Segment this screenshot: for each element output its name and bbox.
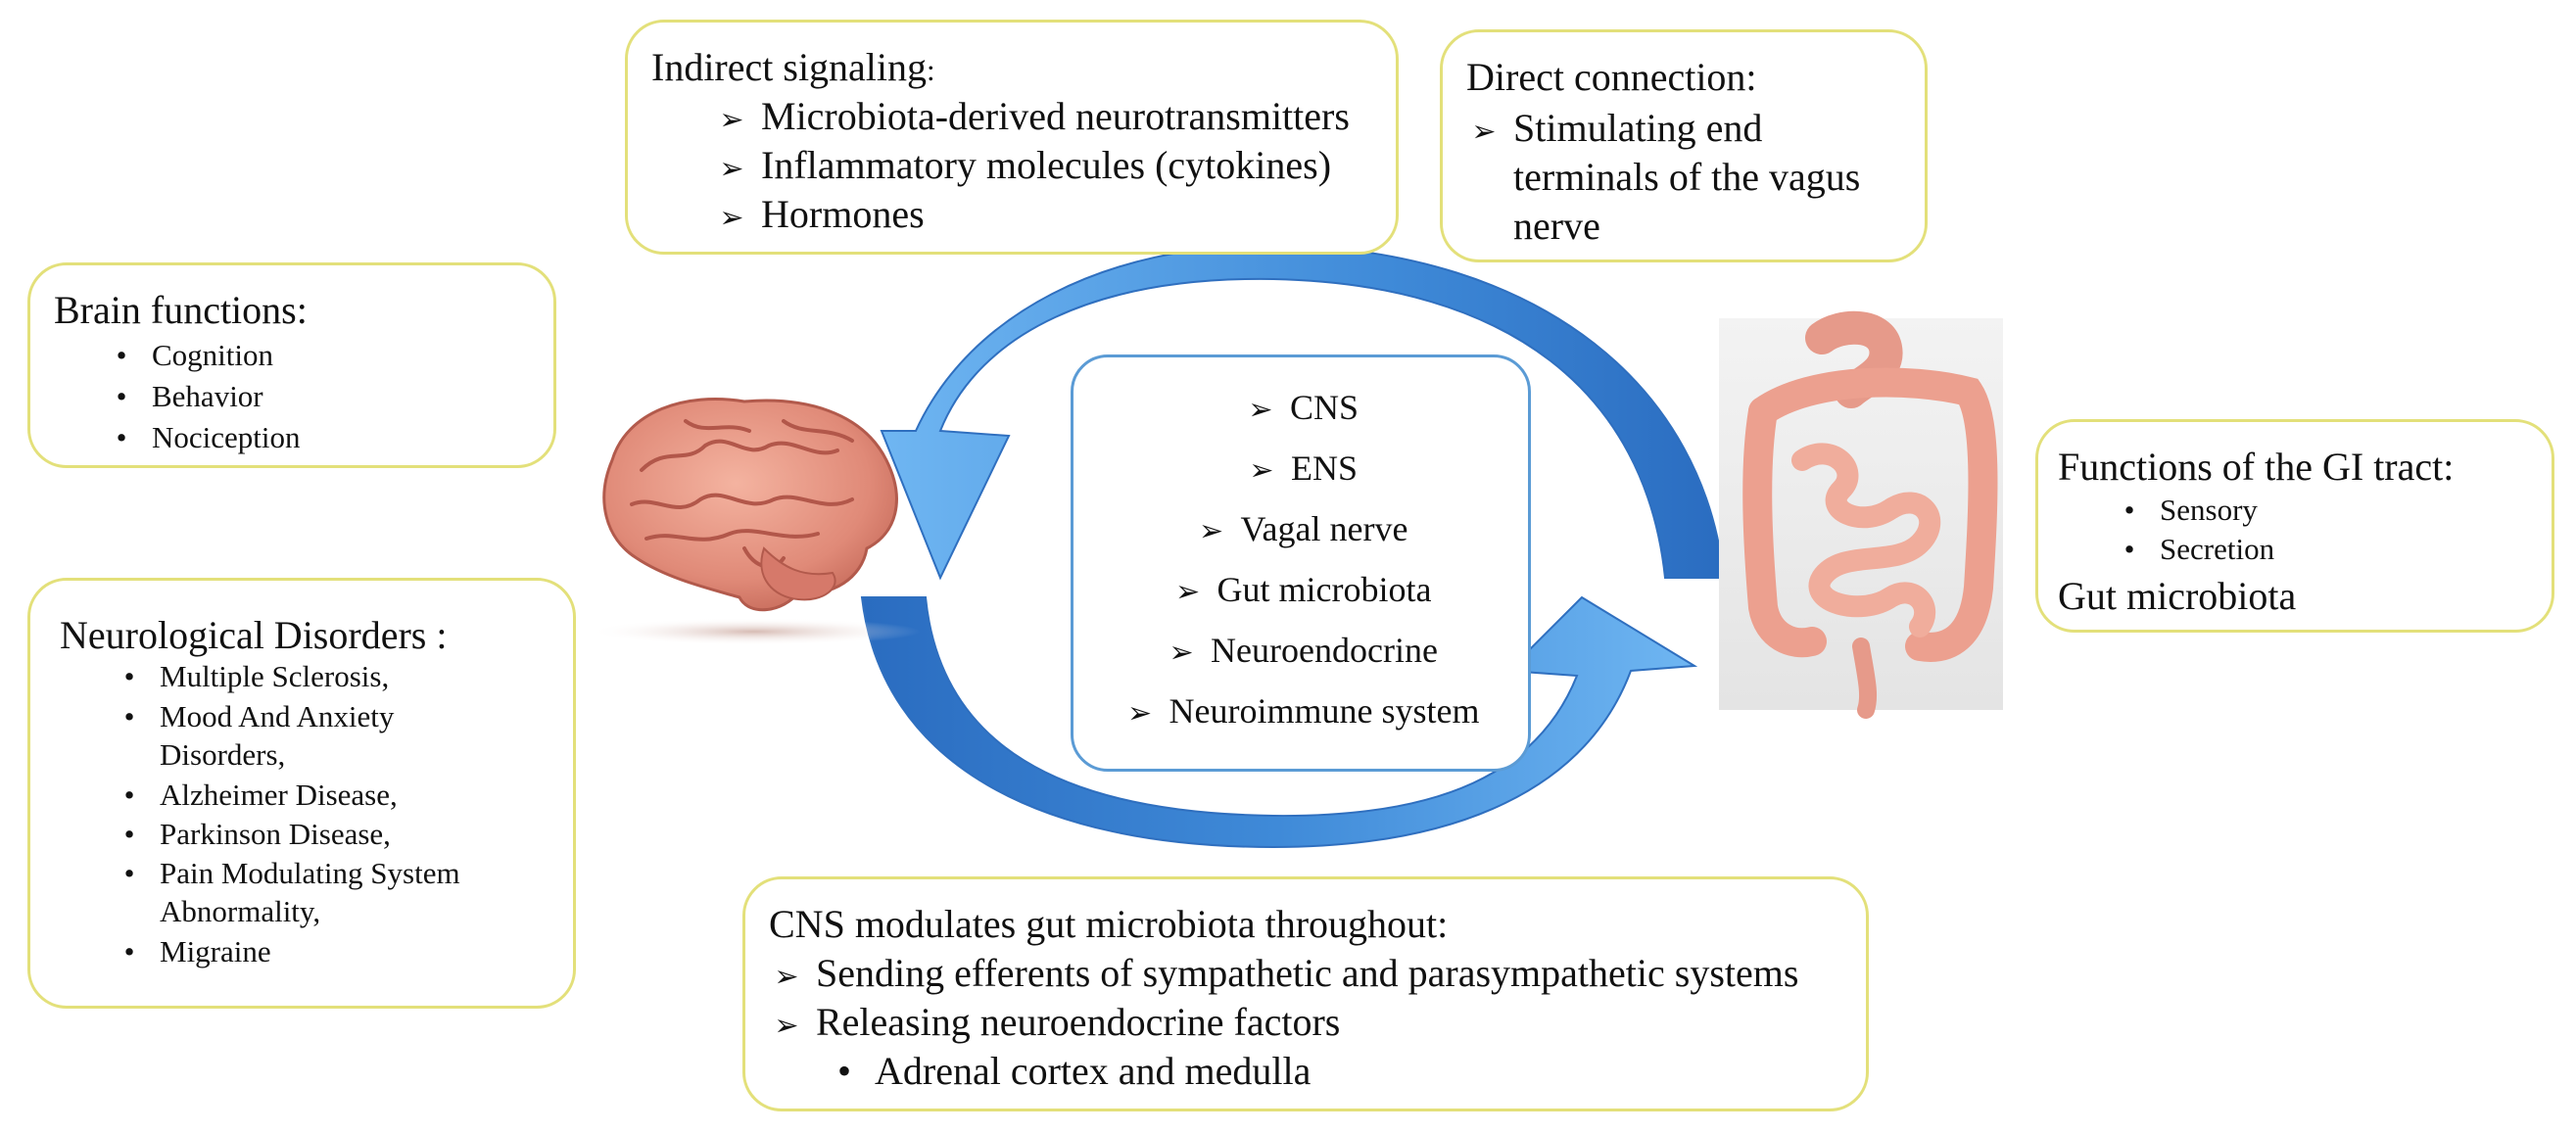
arrow-bullet-icon: ➢ [774,1010,799,1042]
arrow-bullet-icon: ➢ [719,104,744,136]
brain-functions-title: Brain functions: [54,288,308,332]
center-item-text: Neuroimmune system [1169,691,1480,731]
indirect-signaling-title: Indirect signaling: [651,44,935,90]
disorder-item-text: Multiple Sclerosis, [160,659,390,693]
bullet-icon: • [116,379,127,413]
bullet-icon: • [2123,532,2135,566]
direct-connection-line: nerve [1513,204,1600,248]
brain-functions-item: • Behavior [111,379,263,414]
cns-modulates-item-text: Sending efferents of sympathetic and par… [816,951,1799,995]
disorder-item: • Pain Modulating System [119,856,460,891]
arrow-bullet-icon: ➢ [1198,515,1224,547]
disorder-item-text: Pain Modulating System [160,856,460,890]
indirect-signaling-title-colon: : [927,53,935,87]
bottom-curved-arrow [860,595,1698,849]
gut-illustration [1719,310,2003,719]
disorder-item-text: Migraine [160,934,271,968]
indirect-item-text: Microbiota-derived neurotransmitters [761,94,1350,138]
bullet-icon: • [123,817,135,851]
disorder-item: • Migraine [119,934,271,969]
neurological-disorders-title: Neurological Disorders : [60,613,448,657]
center-item-text: Vagal nerve [1240,509,1408,548]
cns-modulates-item-text: Releasing neuroendocrine factors [816,1000,1341,1044]
arrow-bullet-icon: ➢ [1126,697,1153,730]
center-item-text: Gut microbiota [1216,570,1432,609]
arrow-bullet-icon: ➢ [1248,394,1273,426]
bullet-icon: • [2123,493,2135,527]
brain-functions-item: • Cognition [111,338,273,373]
gi-functions-item: • Sensory [2119,493,2258,528]
bullet-icon: • [123,934,135,968]
arrow-bullet-icon: ➢ [1471,116,1497,148]
center-item: ➢ Vagal nerve [1073,508,1528,549]
disorder-item-text: Alzheimer Disease, [160,778,398,812]
neurological-disorders-box: Neurological Disorders : • Multiple Scler… [27,578,576,1009]
direct-connection-line: ➢ Stimulating end [1466,105,1762,151]
brain-illustration [588,398,921,645]
brain-functions-box: Brain functions: • Cognition • Behavior • N… [27,262,556,468]
disorder-item: • Mood And Anxiety [119,699,395,734]
cns-modulates-title: CNS modulates gut microbiota throughout: [769,902,1449,946]
bullet-icon: • [116,420,127,454]
disorder-item-continued: Disorders, [160,737,286,772]
cns-modulates-item: ➢ Releasing neuroendocrine factors [769,999,1340,1045]
center-item-text: CNS [1289,388,1360,427]
brain-functions-item-text: Cognition [152,338,274,372]
center-item: ➢ Neuroendocrine [1073,630,1528,671]
gi-functions-box: Functions of the GI tract: • Sensory • Sec… [2035,419,2554,633]
indirect-item: ➢ Hormones [714,191,925,237]
bullet-icon: • [123,659,135,693]
arrow-bullet-icon: ➢ [1169,637,1194,669]
center-item: ➢ Neuroimmune system [1073,690,1528,732]
cns-modulates-subitem: • Adrenal cortex and medulla [834,1048,1311,1094]
brain-functions-item-text: Behavior [152,379,263,413]
cns-modulates-subitem-text: Adrenal cortex and medulla [875,1049,1312,1093]
indirect-signaling-box: Indirect signaling: ➢ Microbiota-derived … [625,20,1399,255]
gi-functions-item-text: Secretion [2160,532,2275,566]
arrow-bullet-icon: ➢ [719,153,744,185]
bullet-icon: • [116,338,127,372]
brain-functions-item: • Nociception [111,420,301,455]
gi-functions-title: Functions of the GI tract: [2058,445,2455,489]
arrow-bullet-icon: ➢ [774,961,799,993]
gi-functions-item-text: Sensory [2160,493,2258,527]
arrow-bullet-icon: ➢ [719,202,744,234]
direct-connection-line: terminals of the vagus [1513,155,1861,199]
bullet-icon: • [123,856,135,890]
indirect-item: ➢ Inflammatory molecules (cytokines) [714,142,1331,188]
center-pathways-box: ➢ CNS ➢ ENS ➢ Vagal nerve ➢ Gut microbiota ➢… [1071,354,1531,772]
disorder-item-continued: Abnormality, [160,894,321,928]
disorder-item-text: Mood And Anxiety [160,699,395,733]
indirect-item: ➢ Microbiota-derived neurotransmitters [714,93,1350,139]
indirect-item-text: Hormones [761,192,925,236]
gi-functions-item: • Secretion [2119,532,2275,567]
indirect-signaling-title-text: Indirect signaling [651,45,928,89]
arrow-bullet-icon: ➢ [1249,454,1274,487]
arrow-bullet-icon: ➢ [1174,576,1201,608]
center-item-text: Neuroendocrine [1211,631,1438,670]
disorder-item-text: Parkinson Disease, [160,817,391,851]
gi-functions-footer: Gut microbiota [2058,574,2297,618]
cns-modulates-box: CNS modulates gut microbiota throughout:… [742,876,1869,1111]
bullet-icon: • [123,699,135,733]
disorder-item: • Multiple Sclerosis, [119,659,390,694]
center-item-text: ENS [1290,448,1358,488]
center-item: ➢ ENS [1073,448,1528,489]
disorder-item: • Parkinson Disease, [119,817,391,852]
direct-connection-title: Direct connection: [1466,55,1757,99]
indirect-item-text: Inflammatory molecules (cytokines) [761,143,1332,187]
bullet-icon: • [123,778,135,812]
disorder-item: • Alzheimer Disease, [119,778,398,813]
top-curved-arrow [880,243,1726,581]
center-item: ➢ Gut microbiota [1073,569,1528,610]
direct-connection-box: Direct connection: ➢ Stimulating end term… [1440,29,1928,262]
direct-connection-line-text: Stimulating end [1513,106,1763,150]
brain-functions-item-text: Nociception [152,420,301,454]
center-item: ➢ CNS [1073,387,1528,428]
cns-modulates-item: ➢ Sending efferents of sympathetic and pa… [769,950,1798,996]
bullet-icon: • [836,1049,851,1093]
